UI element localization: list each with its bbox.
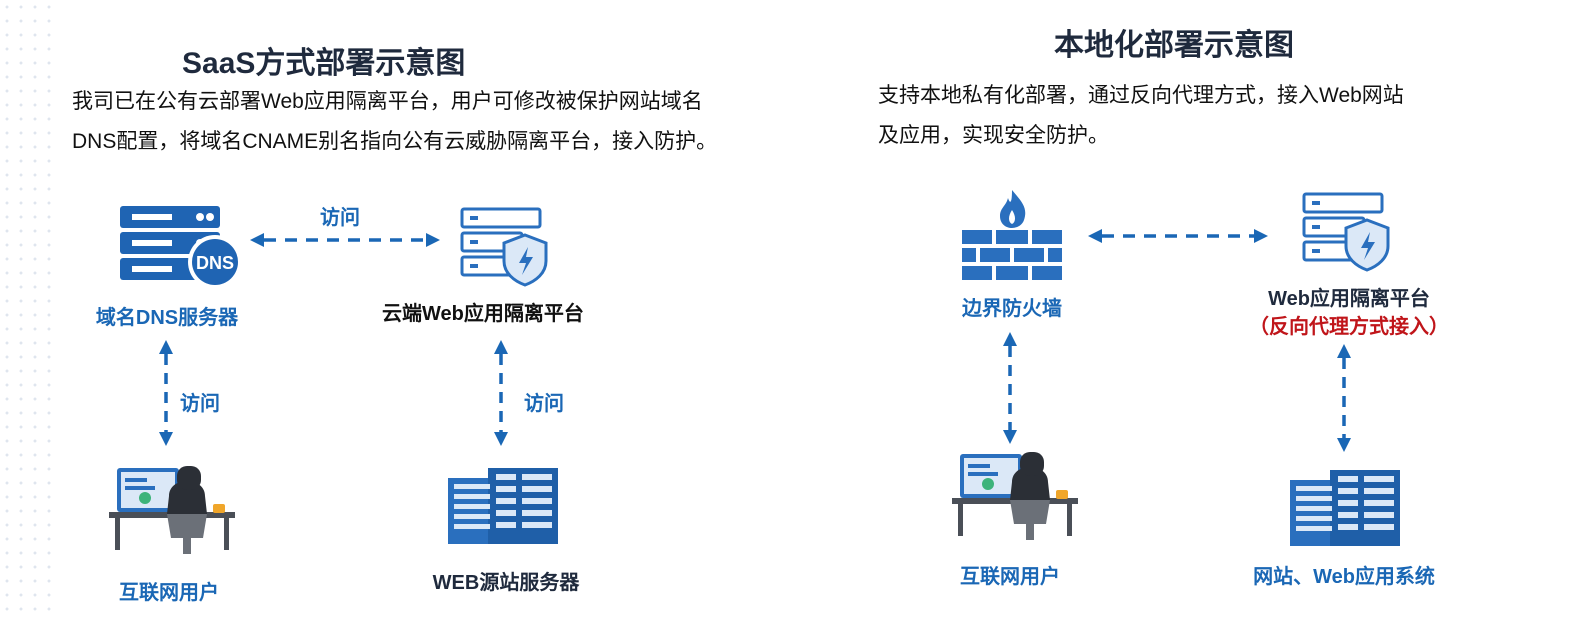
dns-badge: DNS bbox=[196, 253, 234, 273]
dns-server-label: 域名DNS服务器 bbox=[95, 307, 239, 329]
web-system-label: 网站、Web应用系统 bbox=[1253, 566, 1435, 588]
access-label-left: 访问 bbox=[180, 393, 220, 415]
access-arrow-horizontal-local bbox=[1088, 229, 1268, 243]
server-rack-icon bbox=[448, 468, 558, 544]
access-arrow-vertical-local-right bbox=[1337, 344, 1351, 452]
local-platform-label: Web应用隔离平台 bbox=[1268, 288, 1430, 310]
shield-server-icon-local bbox=[1302, 192, 1390, 272]
internet-user-label-local: 互联网用户 bbox=[960, 566, 1060, 588]
local-platform-sublabel: （反向代理方式接入） bbox=[1249, 316, 1449, 338]
local-description-line-2: 及应用，实现安全防护。 bbox=[878, 124, 1109, 147]
saas-description-line-1: 我司已在公有云部署Web应用隔离平台，用户可修改被保护网站域名 bbox=[72, 90, 703, 113]
web-origin-server-label: WEB源站服务器 bbox=[432, 572, 580, 594]
cloud-platform-label: 云端Web应用隔离平台 bbox=[382, 303, 584, 325]
firewall-label: 边界防火墙 bbox=[962, 298, 1062, 320]
user-workstation-icon-local bbox=[952, 452, 1078, 540]
access-label-top: 访问 bbox=[320, 207, 360, 229]
access-arrow-vertical-left bbox=[159, 340, 173, 446]
saas-title: SaaS方式部署示意图 bbox=[182, 47, 466, 80]
decorative-dot-pattern bbox=[0, 0, 60, 621]
server-rack-icon-local bbox=[1290, 470, 1400, 546]
access-label-right: 访问 bbox=[524, 393, 564, 415]
dns-server-icon: DNS bbox=[112, 192, 242, 292]
access-arrow-vertical-local-left bbox=[1003, 332, 1017, 444]
firewall-icon bbox=[962, 190, 1062, 280]
access-arrow-horizontal bbox=[250, 233, 440, 247]
saas-description-line-2: DNS配置，将域名CNAME别名指向公有云威胁隔离平台，接入防护。 bbox=[72, 130, 718, 153]
shield-server-icon bbox=[460, 207, 548, 287]
user-workstation-icon bbox=[109, 466, 235, 554]
local-title: 本地化部署示意图 bbox=[1054, 29, 1294, 62]
local-description-line-1: 支持本地私有化部署，通过反向代理方式，接入Web网站 bbox=[878, 84, 1404, 107]
access-arrow-vertical-right bbox=[494, 340, 508, 446]
internet-user-label-saas: 互联网用户 bbox=[119, 582, 219, 604]
